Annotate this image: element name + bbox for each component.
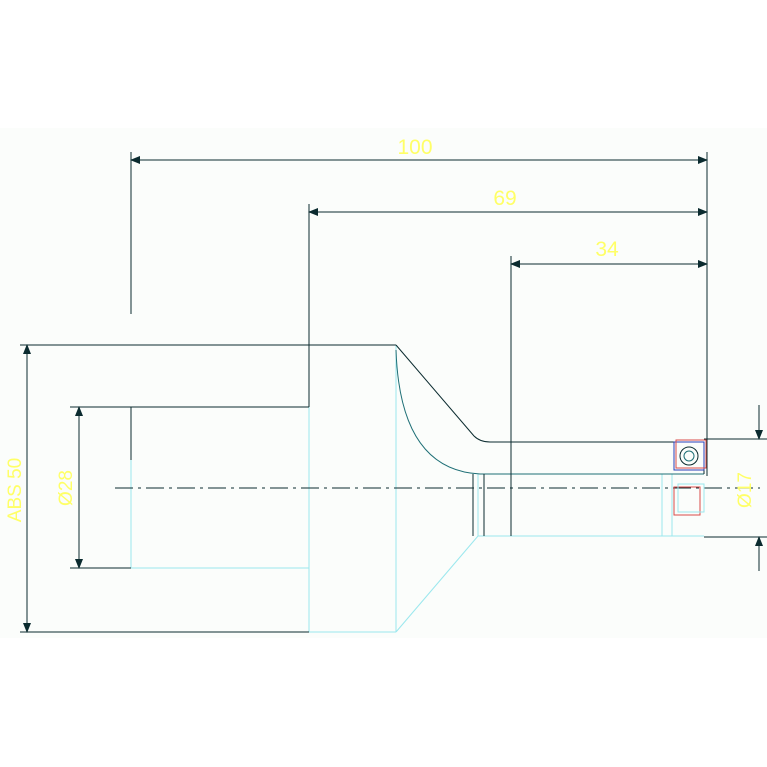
dimension-label-d17: Ø17 bbox=[735, 472, 756, 508]
dimension-tip-diameter bbox=[704, 405, 767, 571]
dimension-right-length bbox=[510, 256, 708, 536]
drawing-sheet bbox=[0, 128, 767, 638]
tip-markers bbox=[673, 439, 707, 516]
dimension-label-34: 34 bbox=[595, 238, 619, 261]
dimension-label-d28: Ø28 bbox=[56, 470, 77, 506]
dimension-overall-length bbox=[130, 152, 708, 476]
dimension-label-100: 100 bbox=[397, 136, 432, 159]
dimension-label-69: 69 bbox=[493, 187, 516, 210]
dimension-label-abs50: ABS 50 bbox=[5, 458, 26, 522]
dimension-middle-length bbox=[308, 204, 708, 345]
